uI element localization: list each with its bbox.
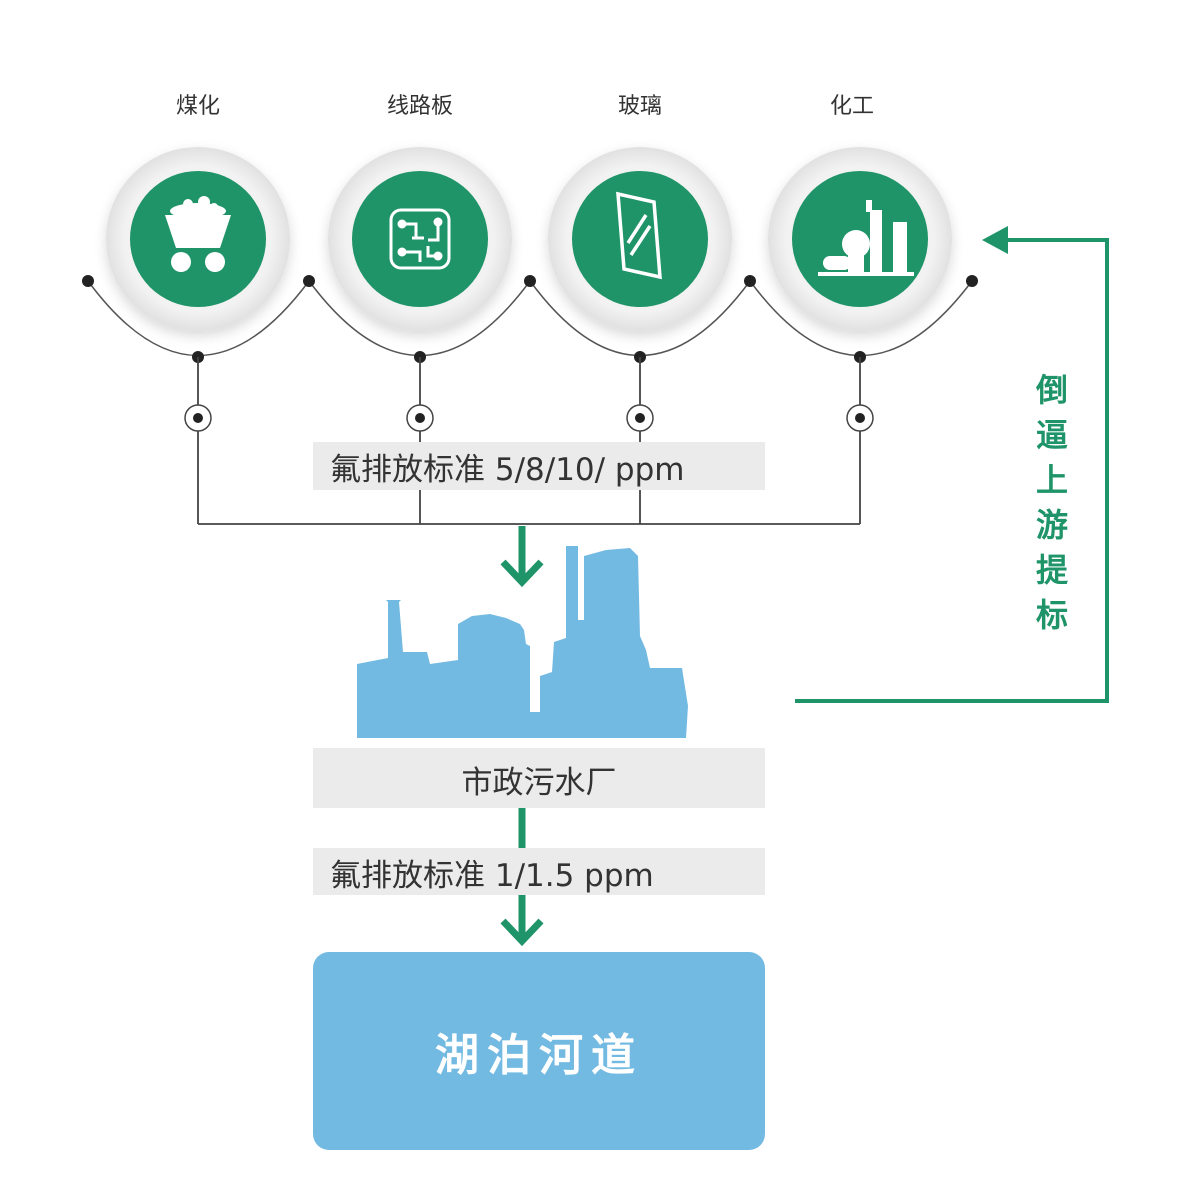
sector-chemical (768, 147, 952, 331)
plant-label: 市政污水厂 (461, 765, 617, 801)
feedback-label: 倒逼上游提标 (1035, 371, 1068, 634)
destination-label: 湖泊河道 (435, 1030, 643, 1081)
connector-dots (82, 275, 978, 363)
circuit-board-icon (389, 208, 451, 270)
upstream-standard-band (313, 442, 765, 490)
feedback-loop (795, 238, 1109, 703)
sector-label-coal: 煤化 (175, 94, 220, 119)
sector-glass (548, 147, 732, 331)
factory-silhouette-icon (357, 546, 688, 738)
drop-lines (197, 357, 861, 525)
sector-coal (106, 147, 290, 331)
upstream-standard-text: 氟排放标准 5/8/10/ ppm (330, 452, 685, 488)
downstream-standard-band (313, 848, 765, 895)
target-nodes (184, 404, 874, 432)
destination-box: 湖泊河道 (313, 952, 765, 1150)
coal-cart-icon (165, 196, 231, 272)
sector-label-pcb: 线路板 (386, 94, 453, 119)
glass-pane-icon (616, 191, 662, 280)
sector-label-chemical: 化工 (829, 94, 874, 119)
feedback-arrowhead (982, 226, 1008, 254)
arrow-to-plant (500, 526, 544, 588)
plant-label-band (313, 748, 765, 808)
arrow-to-river (500, 808, 544, 947)
sector-pcb (328, 147, 512, 331)
chemical-plant-icon (818, 200, 914, 276)
sector-label-glass: 玻璃 (617, 94, 662, 119)
downstream-standard-text: 氟排放标准 1/1.5 ppm (330, 858, 654, 894)
